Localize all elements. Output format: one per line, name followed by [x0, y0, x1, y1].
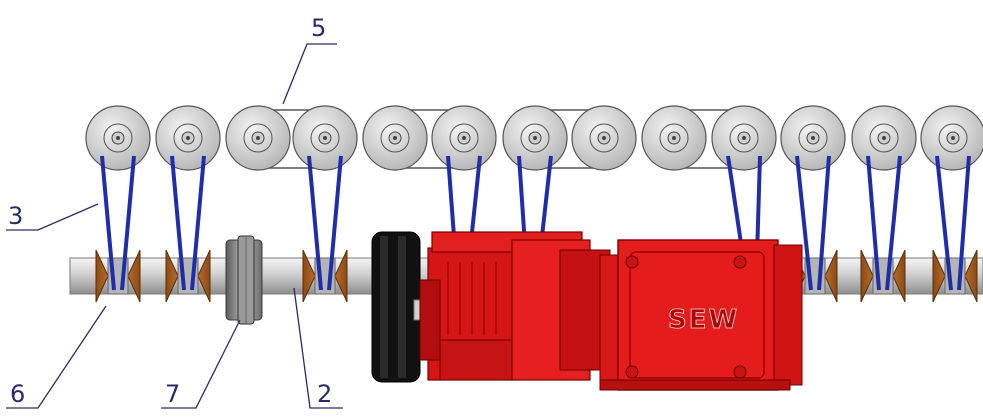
- leader-2: [293, 287, 343, 409]
- leader-6: [6, 305, 107, 409]
- v-belt-8: [866, 155, 902, 291]
- roller-6: [431, 105, 497, 171]
- callout-5: 5: [311, 14, 326, 42]
- callout-3: 3: [8, 202, 23, 230]
- roller-2: [155, 105, 221, 171]
- roller-row: [85, 105, 983, 171]
- roller-4: [292, 105, 358, 171]
- roller-8: [571, 105, 637, 171]
- roller-5: [362, 105, 428, 171]
- roller-13: [920, 105, 983, 171]
- leader-7: [161, 319, 241, 409]
- roller-11: [780, 105, 846, 171]
- callout-7: 7: [165, 380, 180, 408]
- callout-6: 6: [10, 380, 25, 408]
- v-belt-9: [935, 155, 971, 291]
- leader-3: [6, 203, 99, 231]
- shaft-coupling: [225, 235, 263, 325]
- v-belt-2: [170, 155, 206, 291]
- roller-10: [711, 105, 777, 171]
- roller-3: [225, 105, 291, 171]
- v-belt-1: [100, 155, 136, 291]
- leader-5: [282, 43, 337, 105]
- gear-motor: SEW: [419, 231, 803, 391]
- roller-12: [851, 105, 917, 171]
- roller-9: [641, 105, 707, 171]
- v-belts: [100, 155, 971, 291]
- leader-lines: [6, 43, 343, 409]
- roller-7: [502, 105, 568, 171]
- callout-2: 2: [317, 380, 332, 408]
- roller-1: [85, 105, 151, 171]
- motor-brand-label: SEW: [668, 305, 739, 335]
- v-belt-7: [795, 155, 831, 291]
- v-belt-3: [307, 155, 343, 291]
